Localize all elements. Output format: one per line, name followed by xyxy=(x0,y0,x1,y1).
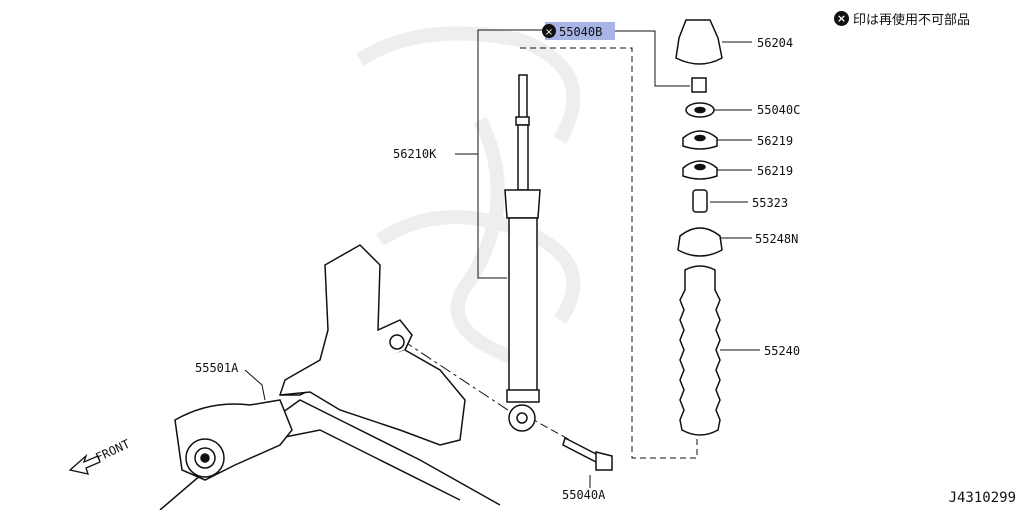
label-55501a[interactable]: 55501A xyxy=(195,361,239,375)
label-55323[interactable]: 55323 xyxy=(752,196,788,210)
figure-id: J4310299 xyxy=(948,490,1016,506)
bolt[interactable] xyxy=(562,436,613,471)
x-mark-icon xyxy=(542,24,556,38)
reuse-note: × 印は再使用不可部品 xyxy=(834,9,970,28)
reuse-note-text: 印は再使用不可部品 xyxy=(853,13,971,28)
label-56210k[interactable]: 56210K xyxy=(393,147,437,161)
distance-tube[interactable] xyxy=(692,189,708,213)
bushing-bracket[interactable] xyxy=(174,399,293,481)
svg-text:×: × xyxy=(545,27,553,38)
label-56219-lower[interactable]: 56219 xyxy=(757,164,793,178)
x-mark-icon: × xyxy=(834,11,849,26)
label-55040a[interactable]: 55040A xyxy=(562,488,606,502)
nut[interactable] xyxy=(691,77,707,93)
front-label: FRONT xyxy=(93,437,132,465)
label-55248n[interactable]: 55248N xyxy=(755,232,798,246)
bumper-seat[interactable] xyxy=(677,227,723,257)
label-56204[interactable]: 56204 xyxy=(757,36,793,50)
front-arrow-icon xyxy=(68,453,101,475)
rear-axle-beam[interactable] xyxy=(159,244,501,510)
label-56219-upper[interactable]: 56219 xyxy=(757,134,793,148)
bound-bumper[interactable] xyxy=(679,265,721,436)
highlight-55040b xyxy=(545,22,615,40)
label-55240[interactable]: 55240 xyxy=(764,344,800,358)
shock-absorber[interactable] xyxy=(504,74,541,432)
watermark-logo xyxy=(356,26,581,367)
bound-bumper-cap[interactable] xyxy=(675,19,723,65)
label-55040b[interactable]: 55040B xyxy=(559,25,602,39)
label-55040c[interactable]: 55040C xyxy=(757,103,800,117)
